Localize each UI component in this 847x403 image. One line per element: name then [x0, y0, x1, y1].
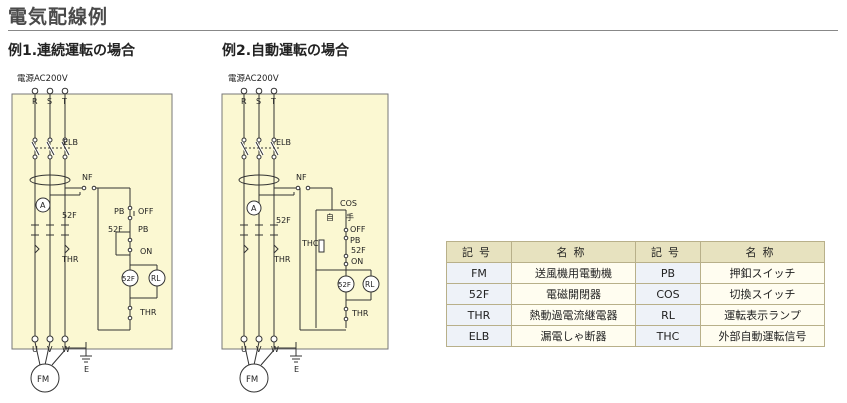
thr-label: THR [61, 255, 79, 264]
example1-heading: 例1.連続運転の場合 [8, 43, 136, 59]
symbol-header: 記号 [446, 241, 512, 263]
rl-label: RL [151, 274, 161, 283]
name-cell: 切換スイッチ [700, 283, 825, 305]
pb-label: PB [350, 236, 360, 245]
cos-manual-label: 手 [346, 212, 354, 222]
phase-t-label: T [270, 97, 276, 106]
terminal-w-label: W [62, 345, 70, 354]
on-label: ON [140, 247, 152, 256]
cos-auto-label: 自 [326, 212, 334, 222]
table-row: THR 熱動過電流継電器 RL 運転表示ランプ [446, 304, 825, 326]
symbol-cell: ELB [446, 325, 512, 347]
name-cell: 押釦スイッチ [700, 262, 825, 284]
table-row: 52F 電磁開閉器 COS 切換スイッチ [446, 283, 825, 305]
pb-52f-label: 52F [108, 225, 123, 234]
symbol-cell: FM [446, 262, 512, 284]
symbol-cell: THR [446, 304, 512, 326]
name-cell: 送風機用電動機 [511, 262, 636, 284]
contactor-52f-label: 52F [62, 211, 77, 220]
table-row: FM 送風機用電動機 PB 押釦スイッチ [446, 262, 825, 284]
phase-t-label: T [61, 97, 67, 106]
power-label: 電源AC200V [17, 74, 68, 84]
terminal-w-label: W [271, 345, 279, 354]
nf-label: NF [82, 173, 93, 182]
table-row: ELB 漏電しゃ断器 THC 外部自動運転信号 [446, 325, 825, 347]
nf-label: NF [296, 173, 307, 182]
page-title: 電気配線例 [8, 6, 109, 28]
pb-52f-label: 52F [351, 246, 366, 255]
power-label: 電源AC200V [228, 74, 279, 84]
terminal-u-label: U [241, 345, 247, 354]
earth-label: E [294, 365, 299, 374]
wiring-diagram-automatic: 電源AC200V R S T ELB NF A 52F THR COS 自 手 … [221, 74, 389, 393]
rl-label: RL [365, 280, 375, 289]
panel-background [11, 93, 173, 350]
symbol-header: 記号 [635, 241, 701, 263]
example2-heading: 例2.自動運転の場合 [222, 43, 350, 59]
symbol-cell: COS [635, 283, 701, 305]
earth-label: E [84, 365, 89, 374]
pb2-label: PB [138, 225, 148, 234]
ammeter-label: A [40, 201, 46, 210]
thc-label: THC [301, 239, 319, 248]
elb-label: ELB [63, 138, 78, 147]
panel-background [221, 93, 389, 350]
terminal-u-label: U [32, 345, 38, 354]
ammeter-label: A [251, 204, 257, 213]
thr-contact-label: THR [139, 308, 157, 317]
name-cell: 熱動過電流継電器 [511, 304, 636, 326]
name-cell: 電磁開閉器 [511, 283, 636, 305]
thr-label: THR [273, 255, 291, 264]
cos-label: COS [340, 199, 357, 208]
name-header: 名称 [700, 241, 825, 263]
off-label: OFF [350, 225, 366, 234]
thr-contact-label: THR [351, 309, 369, 318]
motor-label: FM [37, 375, 49, 385]
symbol-cell: RL [635, 304, 701, 326]
title-divider [8, 30, 838, 31]
name-cell: 外部自動運転信号 [700, 325, 825, 347]
pb-label: PB [114, 207, 124, 216]
coil-52f-label: 52F [338, 281, 351, 289]
symbol-cell: THC [635, 325, 701, 347]
contactor-52f-label: 52F [276, 216, 291, 225]
coil-52f-label: 52F [122, 275, 135, 283]
name-header: 名称 [511, 241, 636, 263]
terminal-v-label: V [47, 345, 53, 354]
name-cell: 漏電しゃ断器 [511, 325, 636, 347]
elb-label: ELB [276, 138, 291, 147]
symbol-cell: PB [635, 262, 701, 284]
legend-header-row: 記号 名称 記号 名称 [446, 241, 825, 263]
symbol-legend-table: 記号 名称 記号 名称 FM 送風機用電動機 PB 押釦スイッチ 52F 電磁開… [446, 241, 825, 347]
name-cell: 運転表示ランプ [700, 304, 825, 326]
wiring-diagram-continuous: 電源AC200V R S T ELB NF A 52F THR PB OFF 5… [11, 74, 173, 393]
terminal-v-label: V [256, 345, 262, 354]
symbol-cell: 52F [446, 283, 512, 305]
off-label: OFF [138, 207, 154, 216]
on-label: ON [351, 257, 363, 266]
motor-label: FM [246, 375, 258, 385]
